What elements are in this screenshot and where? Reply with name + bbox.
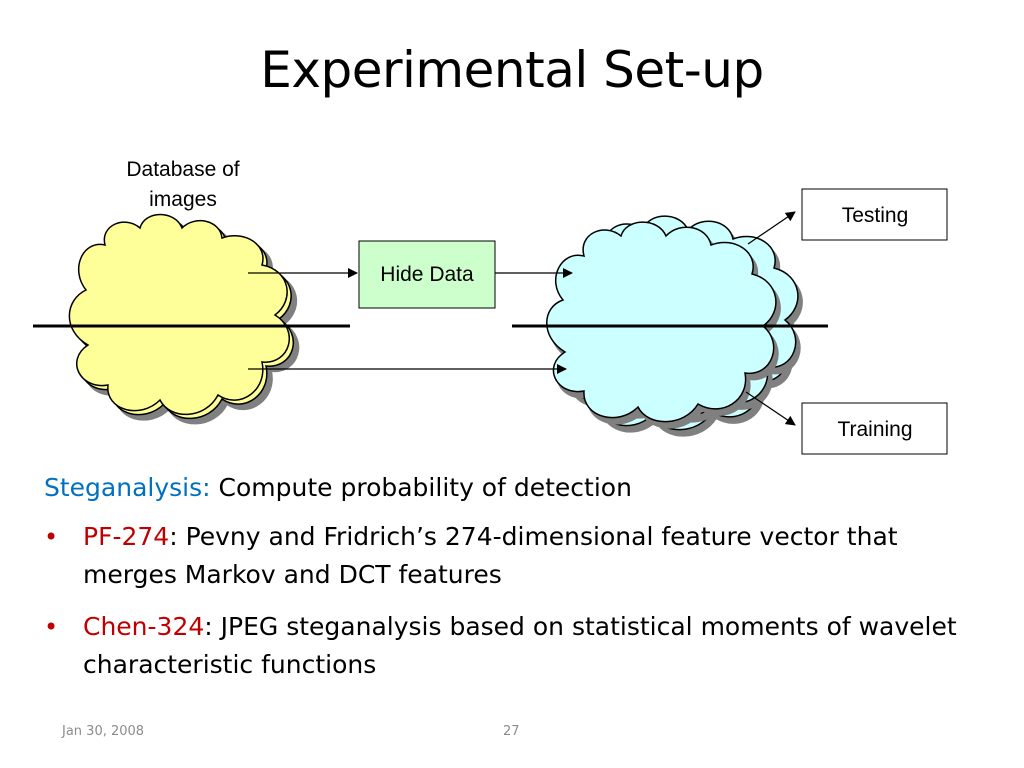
bullet-pf274: • PF-274: Pevny and Fridrich’s 274-dimen… [44, 518, 994, 594]
testing-label: Testing [842, 204, 909, 227]
steganalysis-line: Steganalysis: Compute probability of det… [44, 469, 994, 507]
database-label-line2: images [149, 188, 217, 211]
arrow-to-training [745, 391, 796, 426]
bullet-chen324: • Chen-324: JPEG steganalysis based on s… [44, 608, 994, 684]
database-label-line1: Database of [126, 158, 239, 181]
steganalysis-prefix: Steganalysis: [44, 473, 211, 502]
bullet-pf274-description: : Pevny and Fridrich’s 274-dimensional f… [83, 522, 898, 589]
steganalysis-text: Compute probability of detection [210, 473, 632, 502]
bullet-dot: • [44, 523, 59, 551]
source-image-cloud [68, 213, 300, 425]
hide-data-box [358, 240, 496, 309]
testing-box [801, 188, 948, 241]
training-box [801, 402, 948, 455]
bullet-dot: • [44, 613, 59, 641]
setup-diagram: Database of images Hide Data Testing Tra [33, 158, 948, 455]
hide-data-label: Hide Data [380, 263, 474, 286]
bullet-pf274-text: PF-274: Pevny and Fridrich’s 274-dimensi… [83, 518, 994, 594]
bullet-chen324-text: Chen-324: JPEG steganalysis based on sta… [83, 608, 994, 684]
arrow-to-testing [747, 211, 796, 245]
bullet-chen324-description: : JPEG steganalysis based on statistical… [83, 612, 957, 679]
bullet-chen324-term: Chen-324 [83, 612, 205, 641]
footer-date: Jan 30, 2008 [62, 724, 145, 739]
training-label: Training [837, 418, 912, 441]
slide-title: Experimental Set-up [260, 41, 764, 99]
bullet-pf274-term: PF-274 [83, 522, 170, 551]
footer-page-number: 27 [503, 724, 520, 739]
